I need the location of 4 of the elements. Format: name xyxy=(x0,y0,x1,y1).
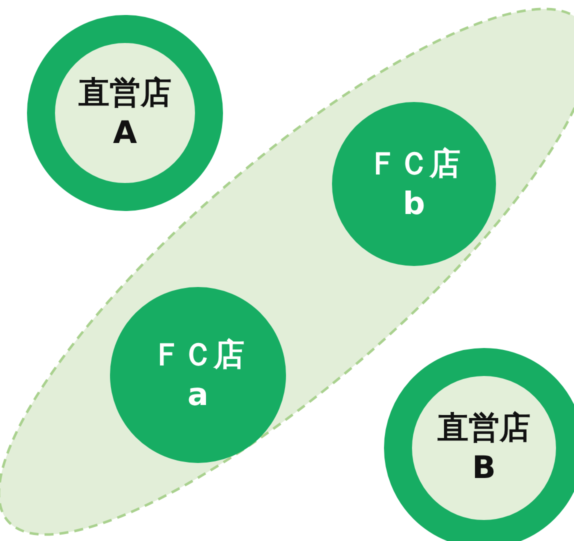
store-label: 直営店B xyxy=(436,409,532,488)
store-label: 直営店A xyxy=(78,74,172,153)
store-label: ＦＣ店b xyxy=(366,145,462,224)
store-label: ＦＣ店a xyxy=(150,336,246,416)
